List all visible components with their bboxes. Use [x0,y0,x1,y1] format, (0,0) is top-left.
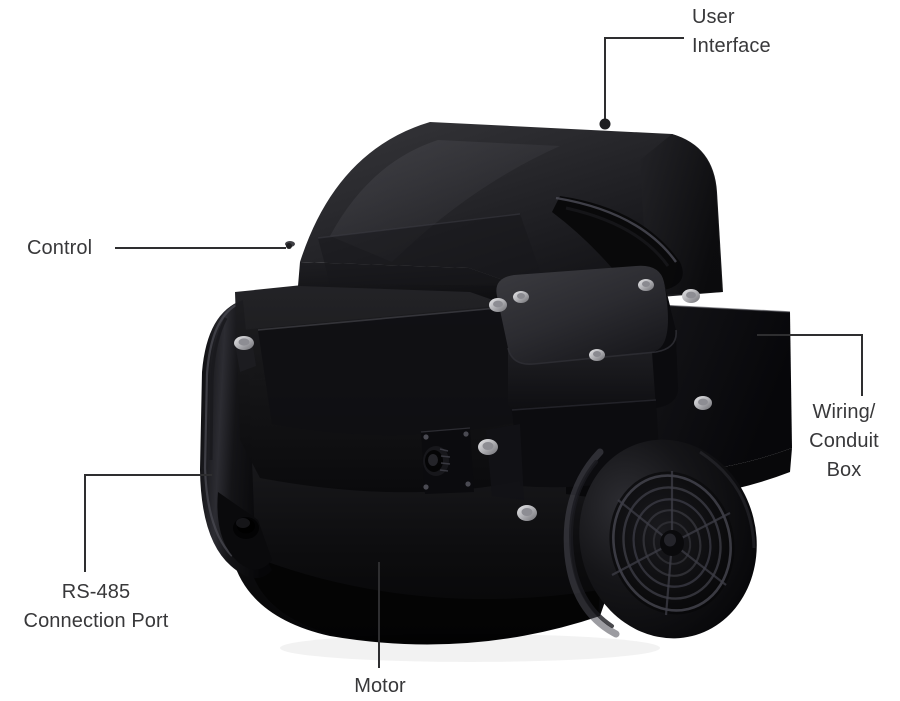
wiring-conduit-box [496,265,679,519]
motor-end-bell [200,300,272,579]
fan-shroud [563,439,757,639]
fan-grille [609,471,735,616]
control-box-lid [285,122,723,322]
rs485-port [420,427,474,494]
callout-rs485-connection-port: RS-485 Connection Port [23,581,169,632]
callout-control: Control [27,237,93,259]
callout-motor: Motor [354,675,406,697]
motor-hardware [234,289,712,521]
callout-user-interface: User Interface [692,6,771,57]
callout-wiring-conduit-box: Wiring/ Conduit Box [809,401,879,481]
